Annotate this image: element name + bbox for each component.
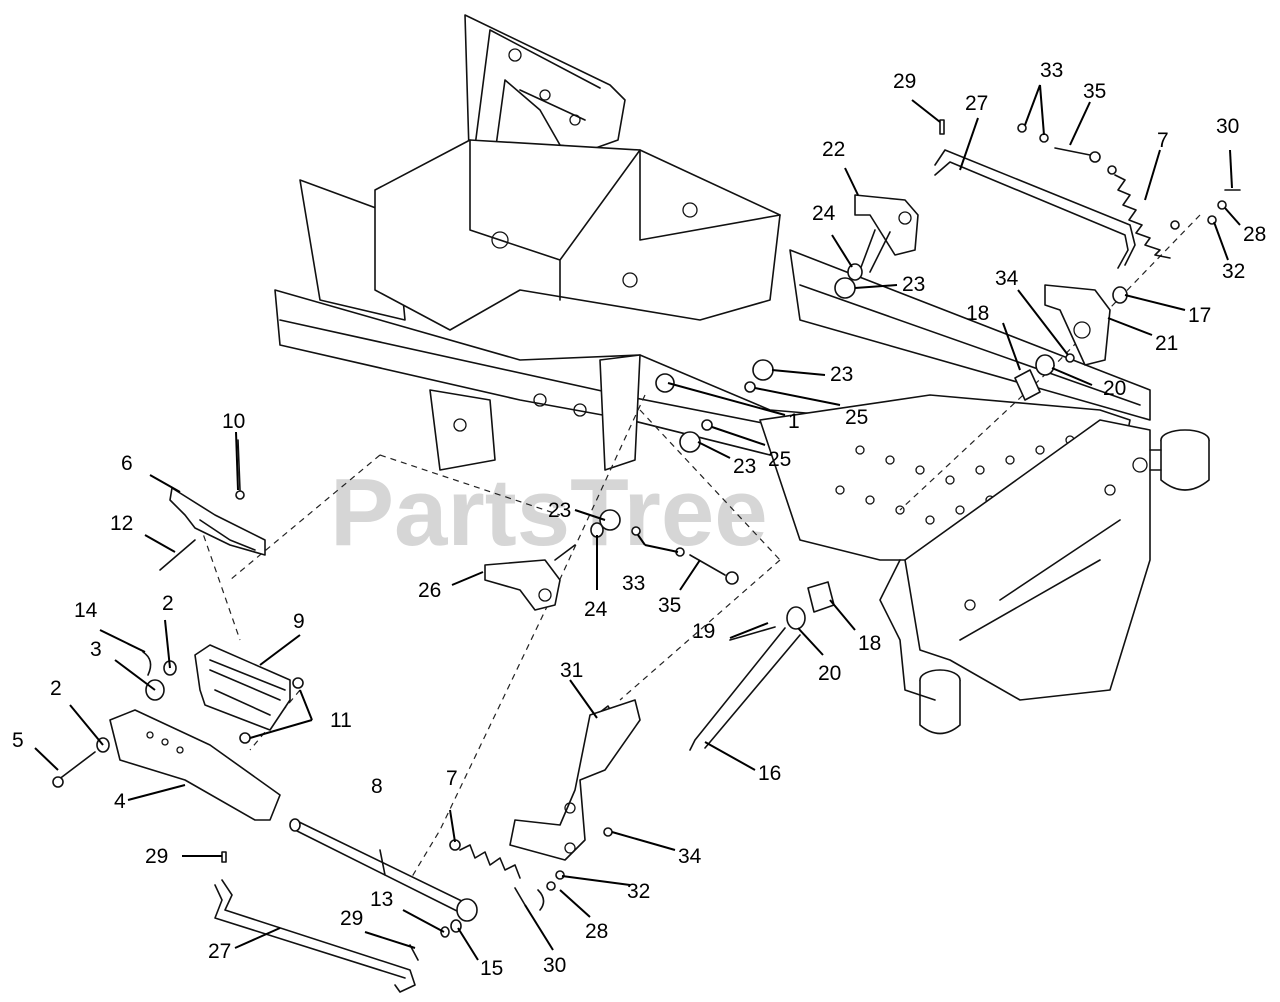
callout-29: 29 (893, 70, 916, 93)
callout-19: 19 (692, 620, 715, 643)
callout-14: 14 (74, 599, 98, 622)
callout-11: 11 (330, 709, 352, 732)
callout-23: 23 (548, 499, 571, 522)
callout-23: 23 (902, 273, 925, 296)
callout-17: 17 (1188, 304, 1211, 327)
callout-7: 7 (446, 767, 458, 790)
alignment-lines (199, 214, 1201, 881)
main-frame (274, 14, 1210, 735)
callout-29: 29 (145, 845, 168, 868)
callout-35: 35 (658, 594, 681, 617)
callout-13: 13 (370, 888, 393, 911)
lower-left-parts (52, 439, 565, 993)
callout-30: 30 (1216, 115, 1239, 138)
callout-28: 28 (585, 920, 608, 943)
callout-16: 16 (758, 762, 781, 785)
callout-9: 9 (293, 610, 305, 633)
callout-23: 23 (830, 363, 853, 386)
callout-20: 20 (818, 662, 841, 685)
leader-lines (34, 84, 1241, 961)
callout-24: 24 (584, 598, 608, 621)
callout-34: 34 (995, 267, 1019, 290)
callout-2: 2 (50, 677, 62, 700)
callout-25: 25 (768, 448, 791, 471)
callout-35: 35 (1083, 80, 1106, 103)
upper-right-parts (599, 119, 1241, 531)
callout-28: 28 (1243, 223, 1266, 246)
callout-33: 33 (1040, 59, 1063, 82)
callout-18: 18 (966, 302, 989, 325)
callout-labels: 1 2 2 3 4 5 6 7 7 8 9 10 11 12 13 14 15 … (12, 59, 1266, 980)
callout-1: 1 (788, 410, 800, 433)
callout-2: 2 (162, 592, 174, 615)
callout-12: 12 (110, 512, 133, 535)
callout-5: 5 (12, 729, 24, 752)
callout-15: 15 (480, 957, 503, 980)
callout-23: 23 (733, 455, 756, 478)
middle-parts (484, 522, 835, 861)
callout-30: 30 (543, 954, 566, 977)
callout-20: 20 (1103, 377, 1126, 400)
callout-18: 18 (858, 632, 881, 655)
callout-7: 7 (1157, 129, 1169, 152)
callout-33: 33 (622, 572, 645, 595)
watermark: PartsTree (330, 459, 768, 566)
callout-32: 32 (1222, 260, 1245, 283)
callout-29: 29 (340, 907, 363, 930)
callout-32: 32 (627, 880, 650, 903)
callout-24: 24 (812, 202, 836, 225)
callout-34: 34 (678, 845, 702, 868)
callout-21: 21 (1155, 332, 1178, 355)
callout-25: 25 (845, 406, 868, 429)
callout-8: 8 (371, 775, 383, 798)
callout-3: 3 (90, 638, 102, 661)
callout-26: 26 (418, 579, 441, 602)
callout-4: 4 (114, 790, 126, 813)
callout-10: 10 (222, 410, 245, 433)
callout-27: 27 (208, 940, 231, 963)
callout-27: 27 (965, 92, 988, 115)
callout-31: 31 (560, 659, 583, 682)
callout-6: 6 (121, 452, 133, 475)
callout-22: 22 (822, 138, 845, 161)
